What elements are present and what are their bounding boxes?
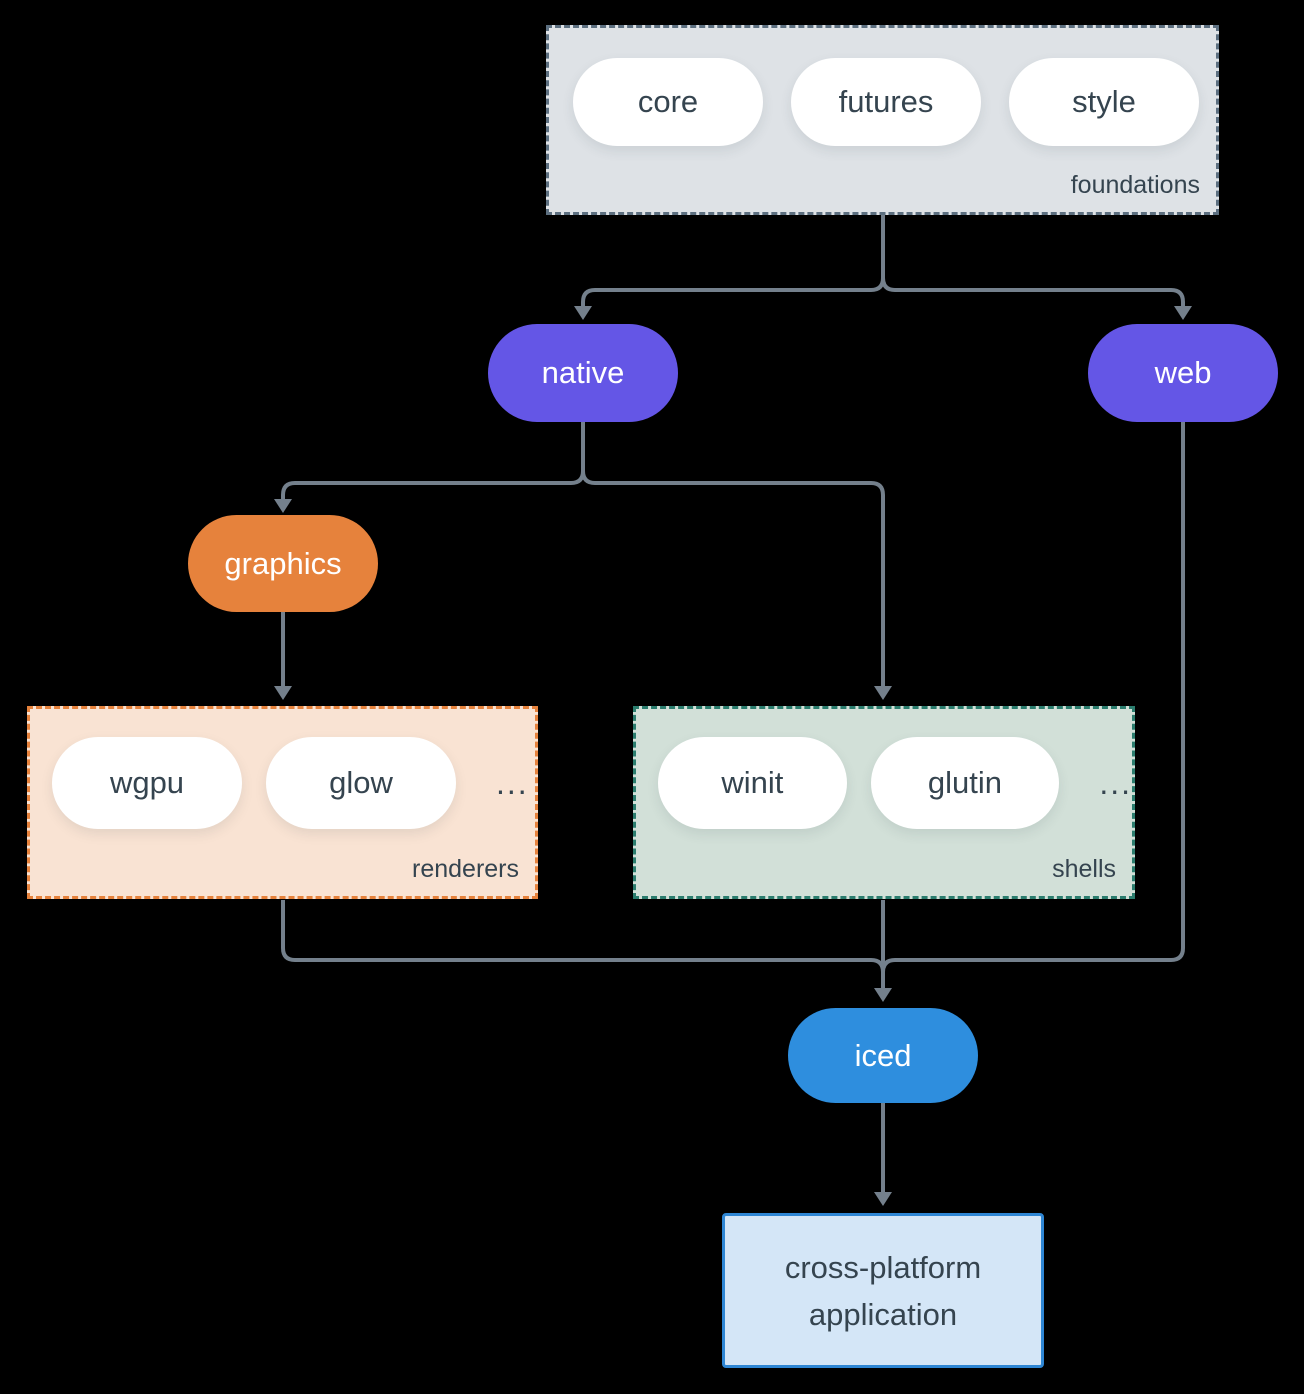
node-futures: futures <box>791 58 981 146</box>
arrowhead-renderers <box>274 686 292 700</box>
shells-group: winit glutin ... shells <box>633 706 1135 899</box>
edge-native-graphics <box>281 422 585 499</box>
cross-platform-application-box: cross-platform application <box>722 1213 1044 1368</box>
node-glutin: glutin <box>870 737 1060 829</box>
foundations-group: core futures style foundations <box>546 25 1219 215</box>
node-glutin-label: glutin <box>927 765 1003 800</box>
edge-foundations-native <box>581 215 885 306</box>
arrowhead-iced <box>874 988 892 1002</box>
edge-renderers-iced <box>281 900 885 973</box>
edge-foundations-web <box>881 277 1185 306</box>
cross-platform-application-label: cross-platform application <box>784 1249 982 1332</box>
node-wgpu-label: wgpu <box>109 765 185 800</box>
node-web-label: web <box>1154 355 1212 390</box>
arrowhead-native <box>574 306 592 320</box>
node-graphics: graphics <box>188 515 378 612</box>
shells-pill-row: winit glutin ... <box>636 709 1132 829</box>
shells-group-label: shells <box>1052 855 1116 883</box>
node-native-label: native <box>541 355 625 390</box>
node-graphics-label: graphics <box>224 545 342 581</box>
node-wgpu: wgpu <box>52 737 242 829</box>
shells-ellipsis: ... <box>1099 764 1132 801</box>
node-winit: winit <box>658 737 847 829</box>
renderers-pill-row: wgpu glow ... <box>30 709 535 829</box>
renderers-group: wgpu glow ... renderers <box>27 706 538 899</box>
renderers-group-label: renderers <box>412 855 519 883</box>
arrowhead-shells <box>874 686 892 700</box>
arrowhead-web <box>1174 306 1192 320</box>
node-native: native <box>488 324 678 422</box>
node-core: core <box>573 58 763 146</box>
node-winit-label: winit <box>721 765 784 800</box>
node-web: web <box>1088 324 1278 422</box>
foundations-pill-row: core futures style <box>549 28 1216 146</box>
arrowhead-application <box>874 1192 892 1206</box>
renderers-ellipsis: ... <box>496 764 529 801</box>
node-futures-label: futures <box>838 84 934 119</box>
edge-native-shells <box>581 470 885 686</box>
node-core-label: core <box>637 84 699 119</box>
node-iced-label: iced <box>854 1037 912 1073</box>
node-style-label: style <box>1072 84 1136 119</box>
arrowhead-graphics <box>274 499 292 513</box>
node-glow: glow <box>266 737 456 829</box>
foundations-group-label: foundations <box>1070 171 1200 199</box>
node-style: style <box>1009 58 1199 146</box>
node-iced: iced <box>788 1008 978 1103</box>
node-glow-label: glow <box>329 765 393 800</box>
